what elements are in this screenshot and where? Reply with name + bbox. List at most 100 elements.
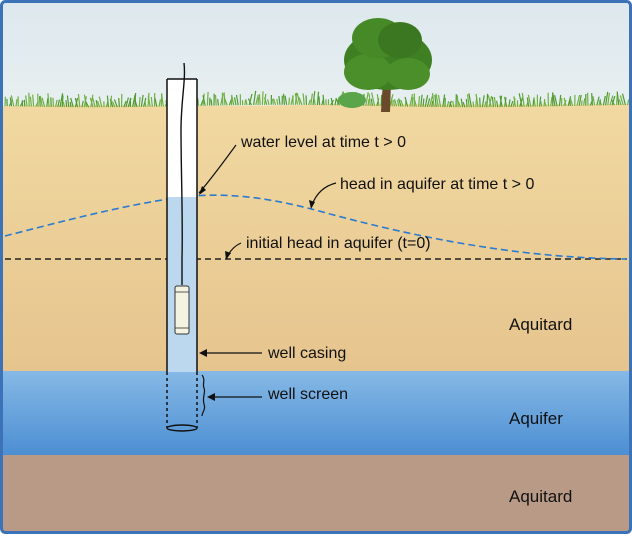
grass-blade xyxy=(125,97,129,108)
grass-blade xyxy=(247,98,252,106)
grass-blade xyxy=(318,96,321,106)
grass-blade xyxy=(233,97,237,106)
grass-blade xyxy=(435,93,439,108)
grass-blade xyxy=(413,97,417,107)
aquifer-label: Aquifer xyxy=(509,409,563,428)
grass-blade xyxy=(83,94,87,108)
grass-blade xyxy=(322,94,325,106)
grass-blade xyxy=(308,99,311,106)
grass xyxy=(4,90,630,108)
sky xyxy=(3,3,629,108)
grass-blade xyxy=(371,92,376,107)
grass-blade xyxy=(253,90,257,105)
grass-blade xyxy=(365,91,369,106)
grass-blade xyxy=(569,100,571,106)
upper-aquitard-label: Aquitard xyxy=(509,315,572,334)
grass-blade xyxy=(106,95,109,108)
grass-blade xyxy=(244,99,247,106)
casing-arrowhead xyxy=(199,349,207,357)
grass-blade xyxy=(217,99,219,106)
grass-blade xyxy=(330,97,334,106)
grass-blade xyxy=(432,93,435,108)
grass-blade xyxy=(420,94,423,107)
grass-blade xyxy=(261,91,264,105)
grass-blade xyxy=(496,100,499,108)
grass-blade xyxy=(591,93,593,106)
grass-blade xyxy=(434,94,437,108)
head-curve xyxy=(4,194,628,260)
grass-blade xyxy=(367,99,370,106)
grass-blade xyxy=(521,92,525,107)
grass-blade xyxy=(298,97,303,106)
grass-blade xyxy=(578,94,582,106)
grass-blade xyxy=(197,98,200,106)
grass-blade xyxy=(510,100,514,108)
grass-blade xyxy=(245,99,248,106)
grass-blade xyxy=(627,99,630,106)
grass-blade xyxy=(411,97,414,107)
grass-blade xyxy=(255,94,259,106)
grass-blade xyxy=(57,99,60,108)
grass-blade xyxy=(138,96,141,107)
grass-blade xyxy=(404,96,409,107)
grass-blade xyxy=(539,96,542,107)
grass-blade xyxy=(89,97,94,108)
well-bottom xyxy=(166,424,198,432)
lower-aquitard-layer xyxy=(3,455,629,531)
head-arrowhead xyxy=(309,200,315,209)
grass-blade xyxy=(543,101,547,107)
grass-blade xyxy=(160,93,164,107)
grass-blade xyxy=(9,97,13,107)
screen-arrowhead xyxy=(207,393,215,401)
grass-blade xyxy=(621,93,626,106)
grass-blade xyxy=(66,95,70,108)
grass-blade xyxy=(605,91,609,106)
grass-blade xyxy=(202,95,206,106)
grass-blade xyxy=(596,96,600,106)
grass-blade xyxy=(426,98,431,108)
grass-blade xyxy=(487,95,492,108)
grass-blade xyxy=(113,99,118,108)
grass-blade xyxy=(569,98,574,107)
grass-blade xyxy=(512,98,516,108)
pressure-transducer xyxy=(174,285,190,335)
grass-blade xyxy=(472,101,475,108)
grass-blade xyxy=(98,96,103,108)
grass-blade xyxy=(334,97,337,106)
grass-blade xyxy=(335,98,340,106)
grass-blade xyxy=(409,93,414,107)
grass-blade xyxy=(92,97,96,108)
grass-blade xyxy=(97,100,101,108)
grass-blade xyxy=(393,99,395,107)
grass-blade xyxy=(611,95,616,106)
grass-blade xyxy=(77,94,81,108)
grass-blade xyxy=(29,96,32,107)
initial-head-arrowhead xyxy=(225,251,231,260)
grass-blade xyxy=(41,97,46,107)
grass-blade xyxy=(618,99,622,106)
grass-blade xyxy=(481,95,485,108)
pointers xyxy=(198,144,337,417)
grass-blade xyxy=(437,94,442,108)
sensor-cable xyxy=(180,62,186,285)
grass-blade xyxy=(144,101,147,107)
grass-blade xyxy=(282,93,285,105)
grass-blade xyxy=(370,98,373,106)
grass-blade xyxy=(10,95,15,107)
grass-blade xyxy=(296,92,301,105)
grass-blade xyxy=(231,95,235,106)
grass-blade xyxy=(475,93,479,108)
grass-blade xyxy=(235,94,239,106)
grass-blade xyxy=(619,95,624,106)
grass-blade xyxy=(133,97,138,108)
grass-blade xyxy=(25,95,28,107)
grass-blade xyxy=(39,95,43,107)
grass-blade xyxy=(429,95,434,108)
grass-blade xyxy=(457,100,461,108)
grass-blade xyxy=(147,95,151,107)
grass-blade xyxy=(491,96,494,108)
grass-blade xyxy=(23,99,26,107)
grass-blade xyxy=(508,99,511,108)
